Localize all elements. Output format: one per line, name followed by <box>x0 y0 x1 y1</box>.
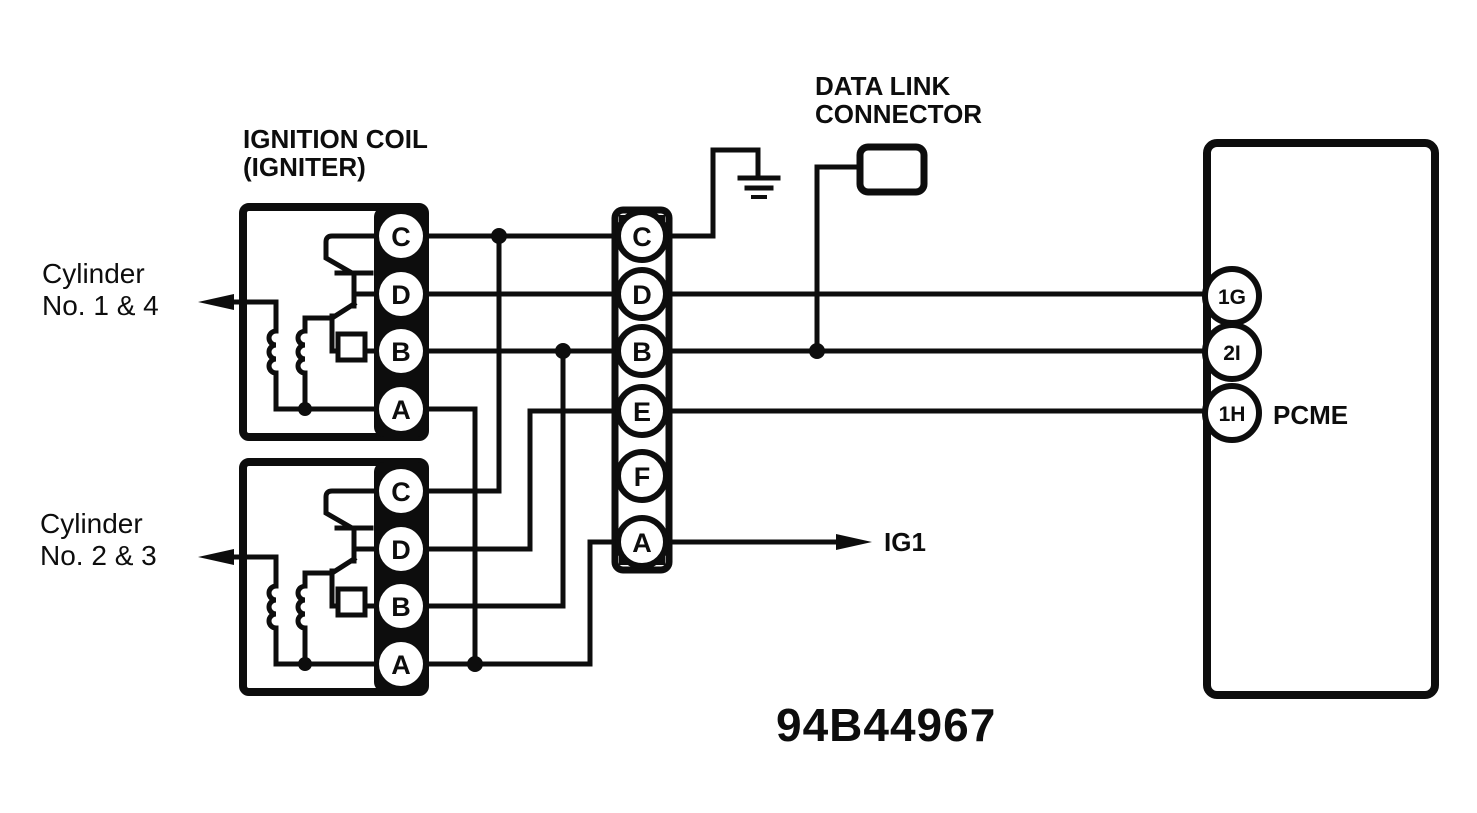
ignition-coil-2: C D B A <box>198 458 429 696</box>
coil1-pin-b <box>379 329 423 373</box>
pcme-pin-2i-label: 2I <box>1223 342 1241 365</box>
coil1-connector-strip <box>374 207 428 437</box>
wire-c-net-ground <box>666 147 761 239</box>
junction-dot <box>491 228 507 244</box>
coil2-pin-d-label: D <box>391 535 411 565</box>
coil1-pin-b-label: B <box>391 337 411 367</box>
coil2-pin-a-label: A <box>391 650 411 680</box>
cylinder-1-4-label-line1: Cylinder <box>42 258 145 289</box>
harness-pin-a <box>615 515 669 569</box>
ground-icon <box>737 175 781 199</box>
pcme-label: PCME <box>1273 400 1348 430</box>
cylinder-2-3-label-line2: No. 2 & 3 <box>40 540 157 571</box>
pcme-pin-1h-label: 1H <box>1219 403 1246 426</box>
ig1-arrowhead <box>836 534 872 550</box>
wire-dlc-drop <box>814 164 863 354</box>
text-labels: IGNITION COIL (IGNITER) Cylinder No. 1 &… <box>40 124 996 751</box>
harness-pin-e-label: E <box>633 397 651 427</box>
coil2-connector-strip <box>374 462 428 692</box>
wire-b-net <box>423 348 1209 609</box>
harness-connector: C D B E F A <box>611 206 673 574</box>
coil2-pin-d <box>379 527 423 571</box>
harness-pin-f <box>615 449 669 503</box>
ignition-coil-title-line2: (IGNITER) <box>243 152 366 182</box>
pcme-pin-1h <box>1202 383 1262 443</box>
cylinder-2-3-label-line1: Cylinder <box>40 508 143 539</box>
junction-dot <box>467 656 483 672</box>
harness-pin-e <box>615 384 669 438</box>
wire-a-net <box>423 406 843 667</box>
harness-pin-c <box>615 209 669 263</box>
coil1-pin-a-label: A <box>391 395 411 425</box>
coil2-pin-c-label: C <box>391 477 411 507</box>
coil1-internals <box>266 233 381 416</box>
data-link-connector-box <box>856 143 928 196</box>
coil1-pin-d <box>379 272 423 316</box>
pcme-module: 1G 2I 1H PCME <box>1202 139 1439 699</box>
coil1-arrowhead <box>198 294 234 310</box>
harness-pin-d-label: D <box>632 280 652 310</box>
cylinder-1-4-label-line2: No. 1 & 4 <box>42 290 159 321</box>
wire-e-net <box>425 408 1209 552</box>
ignition-coil-title-line1: IGNITION COIL <box>243 124 428 154</box>
data-link-label-line2: CONNECTOR <box>815 99 982 129</box>
figure-code: 94B44967 <box>776 699 996 751</box>
wires <box>423 147 1209 672</box>
ignition-coil-1: C D B A <box>198 203 429 441</box>
coil2-pin-c <box>379 469 423 513</box>
data-link-label-line1: DATA LINK <box>815 71 950 101</box>
harness-pin-a-label: A <box>632 528 652 558</box>
pcme-pin-2i <box>1202 322 1262 382</box>
harness-pin-b-label: B <box>632 337 652 367</box>
ig1-label: IG1 <box>884 527 926 557</box>
coil1-pin-a <box>379 387 423 431</box>
harness-pin-d <box>615 267 669 321</box>
coil2-arrowhead <box>198 549 234 565</box>
coil2-pin-b-label: B <box>391 592 411 622</box>
wire-c-net-left <box>423 233 618 494</box>
harness-pin-c-label: C <box>632 222 652 252</box>
pcme-pin-1g-label: 1G <box>1218 286 1246 309</box>
coil2-pin-a <box>379 642 423 686</box>
data-link-connector: DATA LINK CONNECTOR <box>815 71 982 196</box>
junction-dot <box>809 343 825 359</box>
harness-pin-f-label: F <box>634 462 651 492</box>
harness-pin-b <box>615 324 669 378</box>
junction-dot <box>555 343 571 359</box>
coil2-pin-b <box>379 584 423 628</box>
coil1-pin-d-label: D <box>391 280 411 310</box>
coil2-internals <box>266 488 381 671</box>
coil1-pin-c <box>379 214 423 258</box>
coil1-pin-c-label: C <box>391 222 411 252</box>
